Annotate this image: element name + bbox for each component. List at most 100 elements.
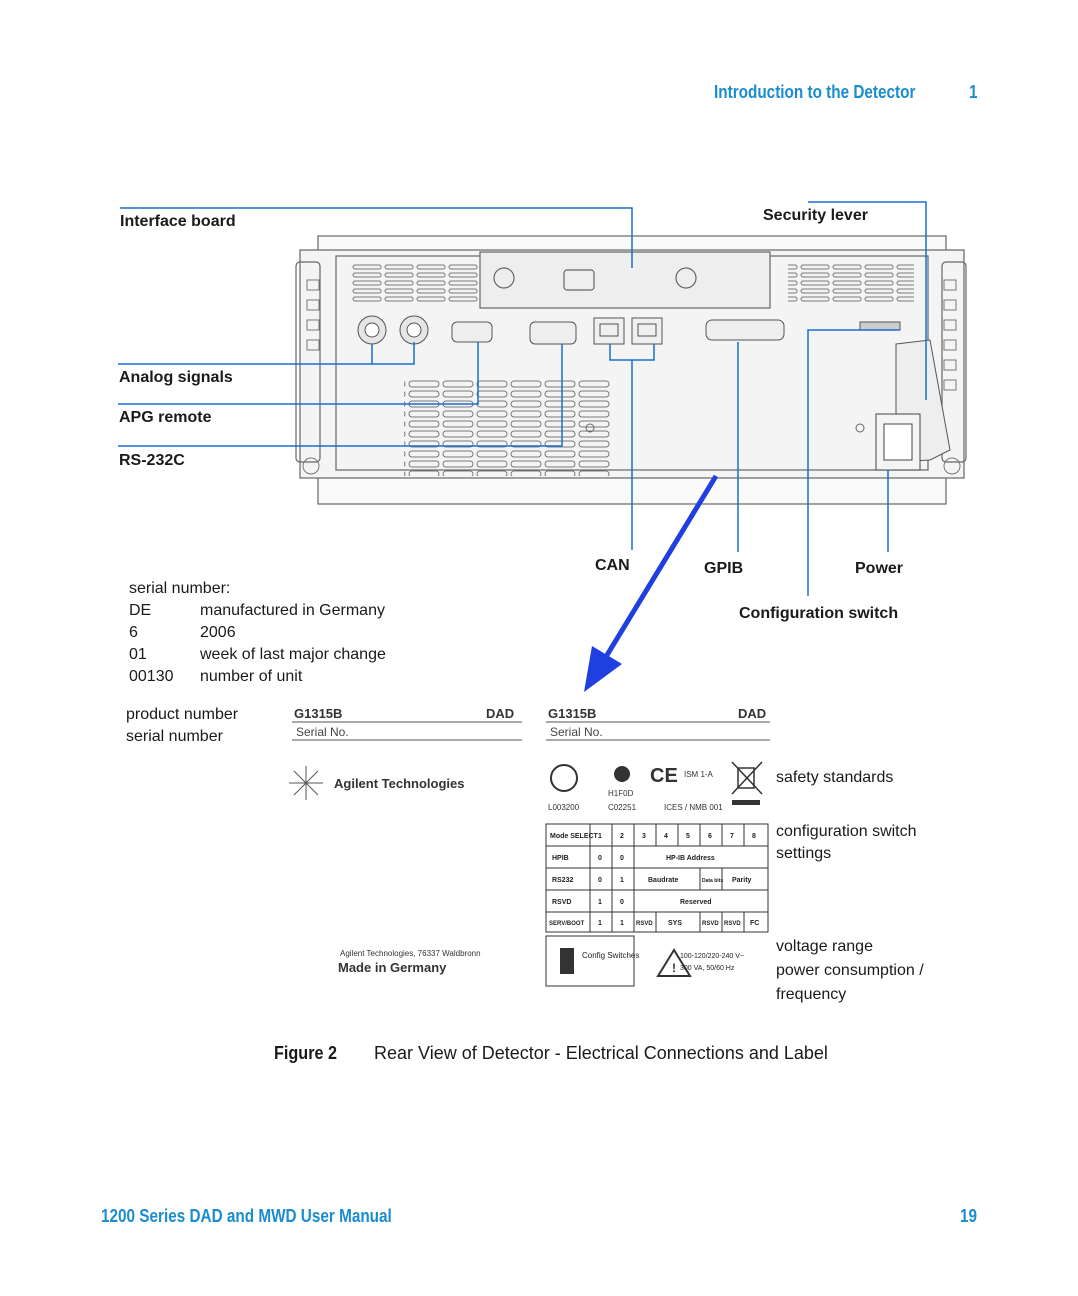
config-row4-rsvd1: RSVD	[636, 921, 653, 927]
config-row4-b1: 1	[598, 920, 602, 927]
gpib-connector	[705, 319, 785, 341]
label-left-company: Agilent Technologies	[334, 776, 465, 791]
interface-board	[479, 251, 771, 309]
callout-power: Power	[855, 560, 904, 577]
serial-meaning-4: number of unit	[200, 668, 303, 685]
config-row4-rsvd2: RSVD	[702, 921, 719, 927]
note-config-settings-1: configuration switch	[776, 823, 917, 840]
callout-gpib: GPIB	[704, 560, 744, 577]
config-header-5: 5	[686, 833, 690, 840]
label-left-made-in: Made in Germany	[338, 960, 447, 975]
config-row1-desc: HP-IB Address	[666, 855, 715, 862]
vent-slots-bottom	[404, 380, 610, 476]
figure-caption: Rear View of Detector - Electrical Conne…	[374, 1043, 828, 1063]
config-row3-b2: 0	[620, 899, 624, 906]
config-header-7: 7	[730, 833, 734, 840]
label-right-cert1: H1F0D	[608, 789, 634, 798]
analog-connectors	[357, 315, 429, 345]
callout-lines	[118, 201, 927, 596]
config-row4-mode: SERV/BOOT	[549, 921, 585, 927]
rs232c-connector	[529, 321, 577, 345]
config-header-3: 3	[642, 833, 646, 840]
label-right-config-switch: Config Switches	[582, 951, 639, 960]
product-label-right: G1315B DAD Serial No. CE ISM 1-A L003200…	[545, 706, 770, 987]
config-row4-fc: FC	[750, 920, 759, 927]
can-connectors	[593, 317, 663, 345]
callout-configuration-switch: Configuration switch	[739, 605, 899, 622]
config-row2-mode: RS232	[552, 877, 574, 884]
config-row4-b2: 1	[620, 920, 624, 927]
config-row3-b1: 1	[598, 899, 602, 906]
config-table-grid	[545, 823, 769, 933]
label-right-lot: L003200	[548, 803, 580, 812]
label-right-serial: Serial No.	[550, 725, 603, 739]
label-right-voltage: 100-120/220-240 V~	[680, 953, 744, 960]
vent-slots-right	[788, 264, 914, 304]
note-frequency: frequency	[776, 986, 847, 1003]
configuration-switch-block	[859, 321, 901, 331]
serial-meaning-3: week of last major change	[200, 646, 386, 663]
label-left-product: G1315B	[294, 706, 342, 721]
label-right-ism: ISM 1-A	[684, 770, 714, 779]
label-left-address: Agilent Technologies, 76337 Waldbronn	[340, 949, 481, 958]
config-header-2: 2	[620, 833, 624, 840]
callout-can: CAN	[595, 557, 630, 574]
note-product-number: product number	[126, 706, 239, 723]
config-row1-mode: HPIB	[552, 855, 569, 862]
running-header-chapter: 1	[969, 82, 978, 102]
rear-view-drawing	[118, 201, 967, 692]
footer-manual-title: 1200 Series DAD and MWD User Manual	[101, 1206, 392, 1226]
label-right-product: G1315B	[548, 706, 596, 721]
serial-code-3: 01	[129, 646, 147, 663]
config-header-8: 8	[752, 833, 756, 840]
switch-icon	[560, 948, 574, 974]
note-power-consumption: power consumption /	[776, 962, 924, 979]
config-row4-sys: SYS	[668, 920, 682, 927]
config-row3-mode: RSVD	[552, 899, 571, 906]
serial-code-1: DE	[129, 602, 152, 619]
config-row2-parity: Parity	[732, 877, 752, 884]
running-header-title: Introduction to the Detector	[714, 82, 916, 102]
config-row2-b1: 0	[598, 877, 602, 884]
note-serial-number: serial number	[126, 728, 223, 745]
config-switch-box	[545, 935, 635, 987]
callout-interface-board: Interface board	[120, 213, 236, 230]
config-row3-desc: Reserved	[680, 899, 712, 906]
label-right-power: 300 VA, 50/60 Hz	[680, 965, 735, 972]
config-row4-rsvd3: RSVD	[724, 921, 741, 927]
footer-page-number: 19	[960, 1206, 978, 1226]
vent-slots-left	[352, 264, 478, 304]
label-right-ices: ICES / NMB 001	[664, 803, 723, 812]
serial-meaning-2: 2006	[200, 624, 236, 641]
callout-apg-remote: APG remote	[119, 409, 212, 426]
config-row1-b2: 0	[620, 855, 624, 862]
callout-security-lever: Security lever	[763, 207, 868, 224]
warning-exclamation: !	[672, 961, 676, 975]
serial-heading: serial number:	[129, 580, 231, 597]
figure-number: Figure 2	[274, 1043, 338, 1063]
label-right-cert2: C02251	[608, 803, 637, 812]
agilent-logo-icon	[289, 766, 323, 800]
serial-code-4: 00130	[129, 668, 174, 685]
label-left-serial: Serial No.	[296, 725, 349, 739]
config-header-4: 4	[664, 833, 668, 840]
label-right-type: DAD	[738, 706, 766, 721]
pointer-arrow	[584, 474, 719, 692]
config-row2-data: Data bits	[702, 878, 723, 884]
note-config-settings-2: settings	[776, 845, 832, 862]
config-header-6: 6	[708, 833, 712, 840]
c-tick-mark-icon	[614, 766, 630, 782]
note-voltage-range: voltage range	[776, 938, 873, 955]
product-label-left: G1315B DAD Serial No. Agilent Technologi…	[289, 706, 522, 975]
label-left-type: DAD	[486, 706, 514, 721]
note-safety-standards: safety standards	[776, 769, 894, 786]
callout-rs232c: RS-232C	[119, 452, 185, 469]
config-row1-b1: 0	[598, 855, 602, 862]
warning-icon	[656, 948, 692, 977]
side-markers	[302, 279, 961, 475]
config-header-mode: Mode SELECT	[550, 833, 599, 840]
config-header-1: 1	[598, 833, 602, 840]
callout-analog-signals: Analog signals	[119, 369, 233, 386]
apg-remote-connector	[451, 321, 493, 343]
serial-code-2: 6	[129, 624, 138, 641]
